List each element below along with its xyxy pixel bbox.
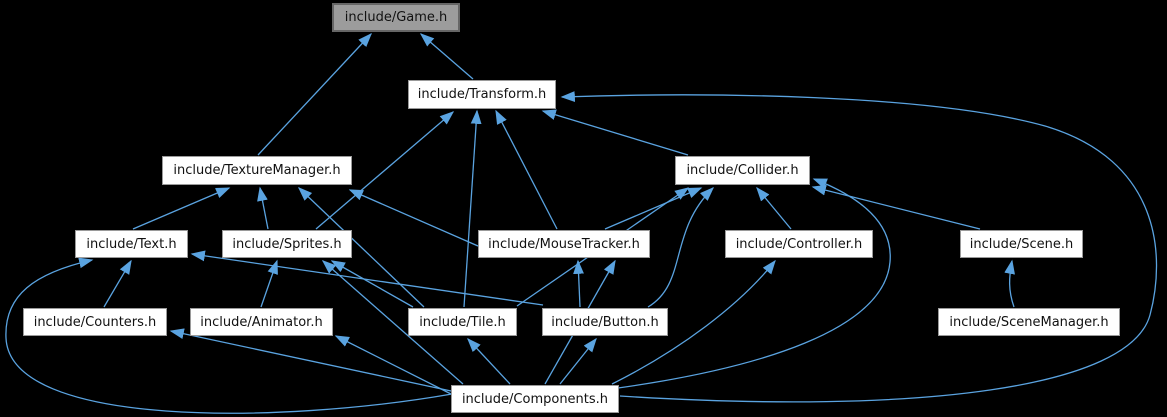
graph-node-label: include/Sprites.h [232, 236, 342, 252]
edge-components-to-button [559, 337, 597, 385]
edge-components-to-counters [169, 328, 452, 392]
edge-components-to-tile [467, 337, 511, 385]
edge-components-to-transform [560, 91, 1158, 403]
edge-text-to-texturemanager [132, 187, 231, 230]
edge-transform-to-game [419, 33, 474, 80]
edge-controller-to-collider [756, 186, 792, 230]
graph-node-game[interactable]: include/Game.h [332, 3, 460, 32]
edge-scenemanager-to-scene [1004, 259, 1015, 308]
graph-node-label: include/Scene.h [969, 236, 1074, 252]
edge-scene-to-collider [811, 184, 981, 230]
graph-node-controller[interactable]: include/Controller.h [725, 230, 873, 258]
graph-node-label: include/Game.h [344, 10, 448, 25]
graph-node-label: include/Counters.h [33, 314, 157, 330]
edge-tile-to-texturemanager [297, 187, 425, 308]
graph-node-counters[interactable]: include/Counters.h [23, 308, 167, 336]
edge-collider-to-transform [541, 109, 689, 156]
graph-node-components[interactable]: include/Components.h [451, 385, 619, 413]
graph-node-text[interactable]: include/Text.h [75, 230, 188, 258]
graph-node-scene[interactable]: include/Scene.h [960, 230, 1083, 258]
graph-node-scenemanager[interactable]: include/SceneManager.h [938, 308, 1120, 336]
edge-components-to-sprites [321, 260, 464, 385]
graph-node-sprites[interactable]: include/Sprites.h [222, 230, 352, 258]
edge-animator-to-sprites [260, 259, 278, 308]
edge-texturemanager-to-game [257, 32, 372, 156]
graph-node-tile[interactable]: include/Tile.h [408, 308, 517, 336]
edge-tile-to-transform [463, 109, 482, 308]
graph-node-texturemanager[interactable]: include/TextureManager.h [162, 156, 352, 185]
edge-counters-to-text [103, 259, 132, 308]
graph-node-label: include/Animator.h [200, 314, 323, 330]
graph-node-label: include/Text.h [86, 236, 177, 252]
graph-node-button[interactable]: include/Button.h [542, 308, 668, 336]
graph-node-label: include/SceneManager.h [949, 314, 1109, 330]
graph-node-label: include/Collider.h [686, 163, 799, 178]
graph-node-label: include/Button.h [551, 314, 659, 330]
graph-node-animator[interactable]: include/Animator.h [190, 308, 333, 336]
graph-node-mousetracker[interactable]: include/MouseTracker.h [478, 230, 650, 258]
graph-node-label: include/Tile.h [419, 314, 506, 330]
edge-components-to-collider [617, 178, 891, 389]
edge-components-to-animator [334, 335, 452, 395]
graph-node-label: include/Transform.h [417, 87, 547, 102]
graph-node-transform[interactable]: include/Transform.h [408, 80, 556, 109]
edge-tile-to-sprites [330, 260, 414, 308]
edge-mousetracker-to-texturemanager [348, 189, 479, 247]
graph-node-label: include/Components.h [461, 391, 609, 407]
graph-node-label: include/TextureManager.h [173, 163, 341, 178]
edge-components-to-text [5, 257, 453, 414]
edge-components-to-controller [611, 259, 776, 385]
graph-node-label: include/Controller.h [735, 236, 863, 252]
graph-node-label: include/MouseTracker.h [488, 236, 640, 252]
edge-sprites-to-texturemanager [257, 186, 269, 230]
edge-mousetracker-to-transform [495, 109, 558, 230]
graph-node-collider[interactable]: include/Collider.h [675, 156, 810, 185]
edge-button-to-text [190, 250, 544, 306]
edge-mousetracker-to-collider [604, 187, 703, 230]
edge-sprites-to-transform [315, 111, 455, 230]
edge-button-to-collider [647, 186, 715, 308]
edge-button-to-mousetracker [573, 259, 584, 308]
